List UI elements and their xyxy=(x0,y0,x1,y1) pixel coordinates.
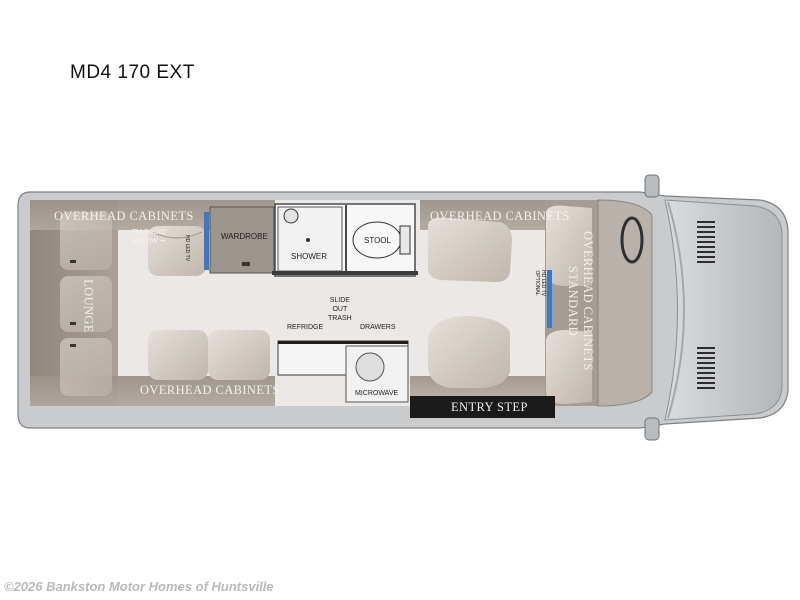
hd-led-tv-optional-line1: HD LED TV xyxy=(540,270,546,297)
lower-sofa-right xyxy=(208,330,270,380)
overhead-standard-line1: OVERHEAD CABINETS xyxy=(581,231,595,371)
overhead-standard-label: OVERHEAD CABINETS STANDARD xyxy=(565,231,595,371)
microwave-label: MICROWAVE xyxy=(355,390,399,397)
lower-sofa-left xyxy=(148,330,208,380)
shower-label: SHOWER xyxy=(291,252,327,261)
slide-out-trash-line1: SLIDE xyxy=(329,297,350,304)
fm-radio-line1: FM RADIO xyxy=(132,229,167,236)
tv-strip-front xyxy=(547,270,552,328)
overhead-bottom-label: OVERHEAD CABINETS xyxy=(140,383,280,397)
hood xyxy=(664,199,783,421)
slide-out-trash-label: SLIDE OUT TRASH xyxy=(328,296,352,323)
sink-icon xyxy=(283,208,299,224)
stool-label: STOOL xyxy=(364,236,391,245)
mirror-top xyxy=(644,174,660,198)
entry-step-black xyxy=(410,396,555,418)
footer-watermark: ©2026 Bankston Motor Homes of Huntsville xyxy=(4,579,274,594)
mirror-bottom xyxy=(644,417,660,441)
upper-sofa xyxy=(148,226,206,276)
fm-radio-label: FM RADIO BELOW ➞ xyxy=(132,228,166,246)
driver-seat xyxy=(546,205,592,286)
overhead-top-left-label: OVERHEAD CABINETS xyxy=(54,209,194,223)
lounge-label: LOUNGE xyxy=(81,279,96,333)
hd-led-tv-optional-line2: OPTIONAL xyxy=(534,270,540,296)
model-title: MD4 170 EXT xyxy=(70,62,195,83)
lounge-seat-2 xyxy=(60,276,112,332)
hd-led-tv-label: HD LED TV xyxy=(184,235,190,262)
chair-rear-upper xyxy=(428,217,512,282)
fm-radio-line2: BELOW xyxy=(132,238,158,245)
chair-rear-lower xyxy=(428,316,510,388)
drawers-label: DRAWERS xyxy=(360,324,396,331)
wardrobe xyxy=(209,206,275,274)
vent-top-icon xyxy=(697,221,715,263)
slide-out-trash-line2: OUT xyxy=(332,306,348,313)
wardrobe-label: WARDROBE xyxy=(221,232,268,241)
passenger-seat xyxy=(546,330,592,404)
lounge-seat-1 xyxy=(60,212,112,270)
overhead-standard-line2: STANDARD xyxy=(566,265,580,337)
tv-strip-top xyxy=(204,212,209,270)
lounge-seat-3 xyxy=(60,338,112,396)
microwave-dish-icon xyxy=(355,352,385,382)
overhead-top-right-label: OVERHEAD CABINETS xyxy=(430,209,570,223)
shower-drain-icon xyxy=(306,238,310,242)
arrow-right-icon: ➞ xyxy=(159,238,166,245)
slide-out-trash-line3: TRASH xyxy=(328,315,352,322)
entry-step-label: ENTRY STEP xyxy=(451,400,528,414)
refridge-label: REFRIDGE xyxy=(287,324,324,331)
dash xyxy=(597,199,653,407)
vent-bottom-icon xyxy=(697,347,715,389)
steering-wheel-icon xyxy=(620,216,644,264)
hd-led-tv-optional-label: HD LED TV OPTIONAL xyxy=(534,270,546,296)
